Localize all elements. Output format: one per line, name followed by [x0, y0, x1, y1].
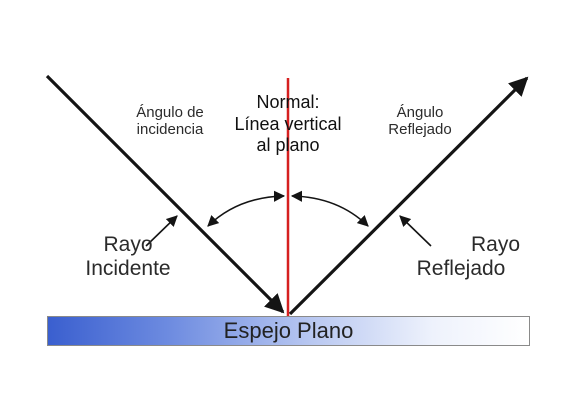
incidence-angle-label: Ángulo de incidencia — [118, 104, 222, 139]
reflection-angle-arc — [290, 190, 369, 227]
incident-ray-label-line2: Incidente — [85, 257, 171, 281]
incident-ray — [45, 74, 285, 314]
incident-ray-label: Rayo Incidente — [64, 233, 192, 281]
reflected-angle-label-line2: Reflejado — [388, 121, 452, 139]
incident-ray-pointer — [145, 215, 178, 247]
normal-label-line3: al plano — [256, 135, 320, 156]
reflected-ray — [288, 76, 529, 316]
normal-label: Normal: Línea vertical al plano — [226, 92, 350, 157]
plane-mirror: Espejo Plano — [47, 316, 530, 346]
reflected-ray-label-line1: Rayo — [470, 233, 520, 256]
reflected-angle-label-line1: Ángulo — [396, 104, 444, 121]
incidence-angle-label-line2: incidencia — [136, 121, 204, 139]
incidence-angle-arc — [207, 190, 286, 227]
normal-label-line2: Línea vertical — [234, 113, 342, 134]
plane-mirror-label: Espejo Plano — [223, 318, 354, 343]
reflected-ray-pointer — [399, 215, 432, 247]
reflected-ray-label-line2: Reflejado — [416, 257, 506, 281]
normal-label-line1: Normal: — [256, 92, 320, 112]
reflected-ray-label: Rayo Reflejado — [396, 233, 526, 281]
incident-ray-label-line1: Rayo — [103, 233, 153, 256]
incidence-angle-label-line1: Ángulo de — [136, 104, 204, 121]
reflected-angle-label: Ángulo Reflejado — [372, 104, 468, 139]
